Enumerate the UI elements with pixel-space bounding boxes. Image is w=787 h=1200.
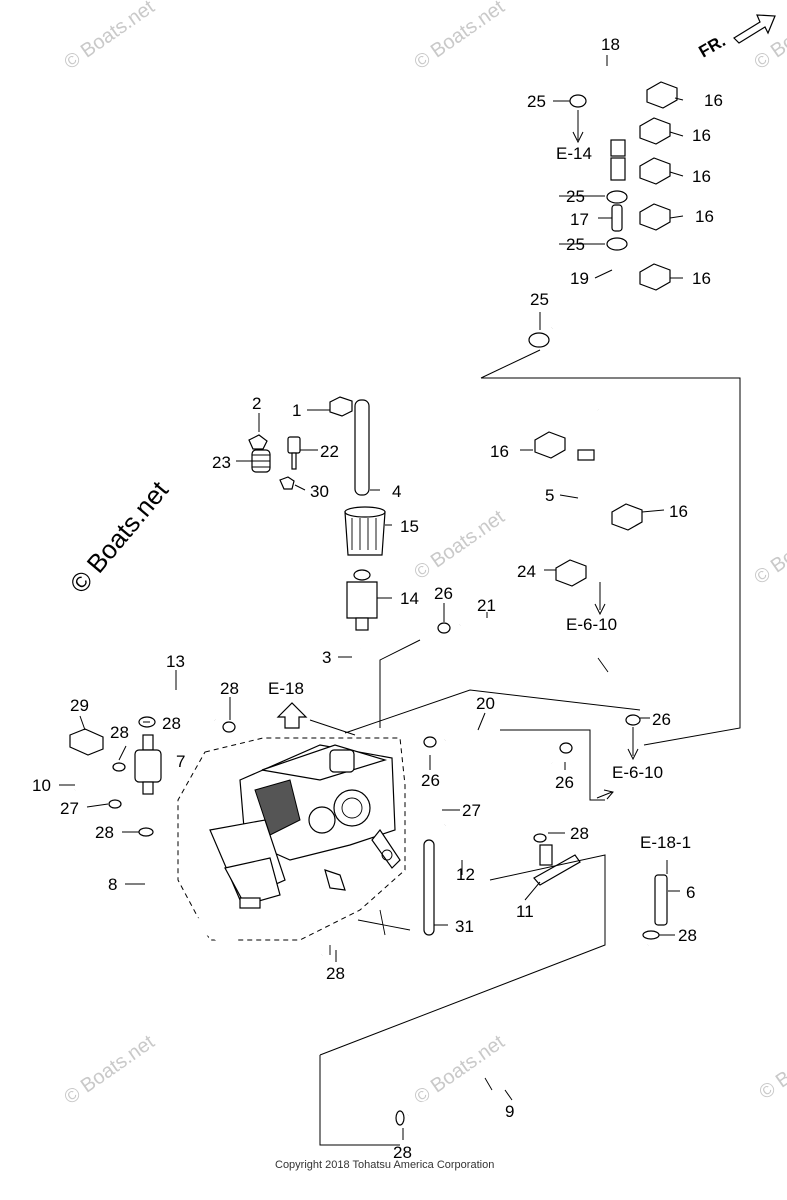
watermark: © Boats.net (410, 0, 509, 74)
part-label-8: 8 (108, 875, 117, 894)
part-label-16: 16 (692, 269, 711, 288)
part-label-16: 16 (490, 442, 509, 461)
part-label-9: 9 (505, 1102, 514, 1121)
part-label-11: 11 (516, 902, 534, 921)
part-label-25: 25 (527, 92, 546, 111)
up-arrow-icon (276, 702, 308, 729)
part-label-26: 26 (421, 771, 440, 790)
part-labels: 18 25 16 16 16 16 16 25 17 25 19 25 1 2 … (32, 35, 723, 1162)
part-label-16: 16 (704, 91, 723, 110)
copyright-text: Copyright 2018 Tohatsu America Corporati… (275, 1159, 494, 1171)
part-label-30: 30 (310, 482, 329, 501)
watermark: © Boats.net (750, 0, 787, 74)
vapor-separator-pump (209, 744, 401, 909)
part-label-19: 19 (570, 269, 589, 288)
part-label-7: 7 (176, 752, 185, 771)
part-label-27: 27 (462, 801, 481, 820)
pump-assembly-outline (177, 737, 406, 941)
arrow-down-icon (627, 745, 639, 761)
part-label-29: 29 (70, 696, 89, 715)
front-label: FR. (696, 31, 729, 61)
part-label-28: 28 (162, 714, 181, 733)
part-label-25: 25 (566, 187, 585, 206)
leader-lines (59, 55, 684, 1140)
part-label-2: 2 (252, 394, 261, 413)
ref-label-e610: E-6-10 (566, 615, 617, 634)
inline-filter-assembly (69, 716, 236, 837)
part-label-17: 17 (570, 210, 589, 229)
part-label-26: 26 (555, 773, 574, 792)
outline-frame (481, 377, 741, 746)
part-label-16: 16 (695, 207, 714, 226)
part-label-23: 23 (212, 453, 231, 472)
part-label-16: 16 (692, 126, 711, 145)
watermark: © Boats.net (410, 506, 509, 584)
arrow-down-icon (594, 600, 606, 616)
part-label-27: 27 (60, 799, 79, 818)
part-label-28: 28 (326, 964, 345, 983)
arrow-right-icon (596, 789, 614, 800)
front-arrow-icon (733, 14, 776, 44)
part-label-28: 28 (110, 723, 129, 742)
part-label-5: 5 (545, 486, 554, 505)
part-label-25: 25 (530, 290, 549, 309)
part-label-28: 28 (393, 1143, 412, 1162)
arrow-down-icon (572, 130, 584, 144)
part-label-16: 16 (692, 167, 711, 186)
part-label-20: 20 (476, 694, 495, 713)
part-label-28: 28 (95, 823, 114, 842)
ref-label-e14: E-14 (556, 144, 592, 163)
ref-label-e610: E-6-10 (612, 763, 663, 782)
part-label-28: 28 (220, 679, 239, 698)
part-label-14: 14 (400, 589, 419, 608)
part-label-3: 3 (322, 648, 331, 667)
part-label-16: 16 (669, 502, 688, 521)
part-label-28: 28 (570, 824, 589, 843)
watermark: © Boats.net (60, 1031, 159, 1109)
part-label-26: 26 (434, 584, 453, 603)
part-label-28: 28 (678, 926, 697, 945)
middle-hose-assembly (437, 409, 643, 726)
part-label-22: 22 (320, 442, 339, 461)
part-label-1: 1 (292, 401, 301, 420)
part-label-10: 10 (32, 776, 51, 795)
part-label-13: 13 (166, 652, 185, 671)
watermark: © Boats.net (750, 511, 787, 589)
part-label-6: 6 (686, 883, 695, 902)
reference-labels: E-14 E-18 E-6-10 E-6-10 E-18-1 (268, 144, 691, 852)
part-label-26: 26 (652, 710, 671, 729)
watermark-main: © Boats.net (64, 475, 175, 599)
watermark: © Boats.net (60, 0, 159, 74)
part-label-18: 18 (601, 35, 620, 54)
outline-frame (319, 854, 606, 1146)
ref-label-e181: E-18-1 (640, 833, 691, 852)
part-label-15: 15 (400, 517, 419, 536)
watermark: © Boats.net (755, 1026, 787, 1104)
part-label-21: 21 (477, 596, 496, 615)
part-label-4: 4 (392, 482, 401, 501)
part-label-24: 24 (517, 562, 536, 581)
upper-hose-assembly (528, 57, 678, 348)
part-label-12: 12 (456, 865, 475, 884)
ref-label-e18: E-18 (268, 679, 304, 698)
fuel-filter-assembly (248, 396, 386, 631)
part-label-25: 25 (566, 235, 585, 254)
part-label-31: 31 (455, 917, 474, 936)
